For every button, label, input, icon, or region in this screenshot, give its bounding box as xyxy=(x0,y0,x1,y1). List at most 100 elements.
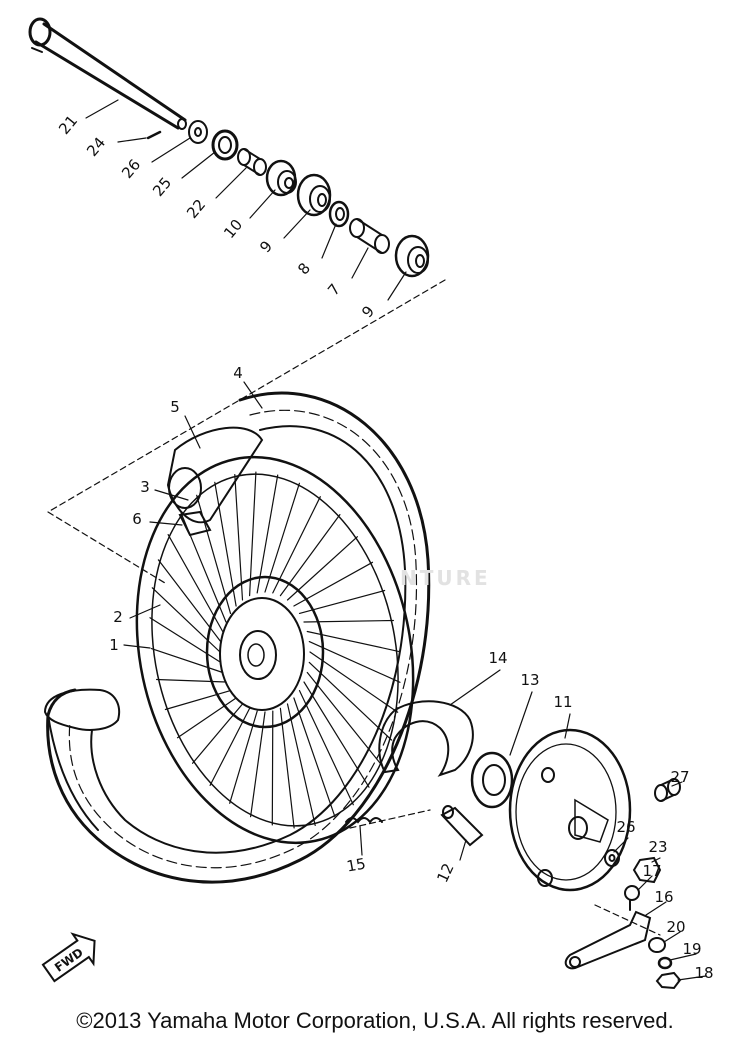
callout-leader xyxy=(181,151,216,179)
spring-washer-part xyxy=(657,956,673,970)
callout-leader xyxy=(564,713,571,739)
callout-label-24: 24 xyxy=(83,134,109,160)
spoke xyxy=(234,474,244,601)
brake-oil-seal-part xyxy=(470,751,514,809)
spoke xyxy=(156,678,227,683)
callout-label-11: 11 xyxy=(553,693,572,711)
callout-leader xyxy=(459,839,467,861)
callout-label-7: 7 xyxy=(324,280,344,299)
callout-label-8: 8 xyxy=(294,259,314,278)
callout-label-26: 26 xyxy=(616,818,635,836)
callout-label-18: 18 xyxy=(694,964,713,982)
callout-label-2: 2 xyxy=(113,608,123,626)
spoke xyxy=(279,707,295,829)
forward-arrow-icon: FWD xyxy=(41,932,96,983)
copyright-notice: ©2013 Yamaha Motor Corporation, U.S.A. A… xyxy=(76,1008,674,1033)
spoke xyxy=(293,697,336,819)
washer-part xyxy=(604,849,620,867)
spacer-part xyxy=(349,218,390,254)
brake-cam-part xyxy=(440,805,484,847)
oil-seal-part xyxy=(328,200,350,228)
callout-leader xyxy=(184,415,201,449)
callout-label-15: 15 xyxy=(345,855,367,876)
spoke xyxy=(196,494,232,615)
callout-label-26: 26 xyxy=(118,156,144,182)
rim-band-part xyxy=(178,510,212,537)
callout-leader xyxy=(387,271,407,301)
spoke xyxy=(308,661,393,741)
callout-label-9: 9 xyxy=(256,237,276,256)
callout-leader xyxy=(85,99,119,119)
spoke xyxy=(279,513,341,597)
callout-label-19: 19 xyxy=(682,940,701,958)
spoke xyxy=(150,647,224,674)
callout-label-6: 6 xyxy=(132,510,142,528)
callout-leader xyxy=(663,931,681,943)
spoke xyxy=(176,697,237,739)
spoke xyxy=(256,474,279,594)
spacer-part xyxy=(237,148,267,176)
callout-label-4: 4 xyxy=(233,364,243,382)
callout-leader xyxy=(321,223,337,259)
callout-label-16: 16 xyxy=(654,888,673,906)
assembly-axis-lines xyxy=(47,279,661,936)
callout-label-23: 23 xyxy=(648,838,667,856)
callout-leader xyxy=(613,837,629,853)
washer-part xyxy=(648,937,666,953)
callout-label-13: 13 xyxy=(520,671,539,689)
spoke xyxy=(306,671,383,767)
callout-label-22: 22 xyxy=(183,196,209,222)
spoke xyxy=(272,496,321,594)
callout-label-3: 3 xyxy=(140,478,150,496)
spoke xyxy=(298,689,354,806)
nut-part xyxy=(655,971,682,990)
spoke xyxy=(250,711,266,818)
cam-lever-part xyxy=(564,910,652,970)
nut-part xyxy=(632,856,662,884)
bolt-part xyxy=(624,885,640,911)
circlip-part xyxy=(211,129,239,161)
callout-leader xyxy=(637,875,653,891)
bearing-part xyxy=(265,159,297,197)
spoke xyxy=(271,710,274,826)
callout-leader xyxy=(449,669,501,706)
callout-label-12: 12 xyxy=(433,860,457,885)
callout-leader xyxy=(249,189,276,219)
spoke xyxy=(214,481,237,607)
spoke xyxy=(264,482,300,593)
spoke xyxy=(151,587,221,653)
spoke xyxy=(309,651,399,713)
callout-leader xyxy=(669,953,697,961)
spoke xyxy=(303,681,370,788)
rim-part xyxy=(135,455,415,845)
callout-leader xyxy=(359,825,363,856)
callout-leader xyxy=(129,604,161,619)
spoke xyxy=(192,703,244,764)
brake-spring-part xyxy=(345,817,383,824)
spoke xyxy=(286,703,316,827)
spoke xyxy=(286,536,358,601)
callout-label-17: 17 xyxy=(642,862,661,880)
callout-label-21: 21 xyxy=(55,112,81,138)
callout-leader xyxy=(671,781,683,787)
spoke xyxy=(308,640,401,683)
callout-leader xyxy=(509,691,533,756)
callout-leader xyxy=(351,247,369,279)
cotter-pin-part xyxy=(146,130,162,140)
leader-lines xyxy=(85,99,707,981)
callout-label-10: 10 xyxy=(220,216,246,242)
axle-part xyxy=(28,17,187,130)
callout-label-14: 14 xyxy=(488,649,507,667)
callout-label-5: 5 xyxy=(170,398,180,416)
spoke xyxy=(180,512,227,623)
callout-label-9: 9 xyxy=(358,302,378,321)
callout-leader xyxy=(151,137,191,163)
callout-label-25: 25 xyxy=(149,174,175,200)
callout-leader xyxy=(215,167,247,199)
callout-leader xyxy=(149,521,183,526)
callout-leader xyxy=(243,381,263,409)
callout-leader xyxy=(651,857,661,863)
bearing-part xyxy=(394,234,430,278)
bearing-part xyxy=(296,173,332,217)
